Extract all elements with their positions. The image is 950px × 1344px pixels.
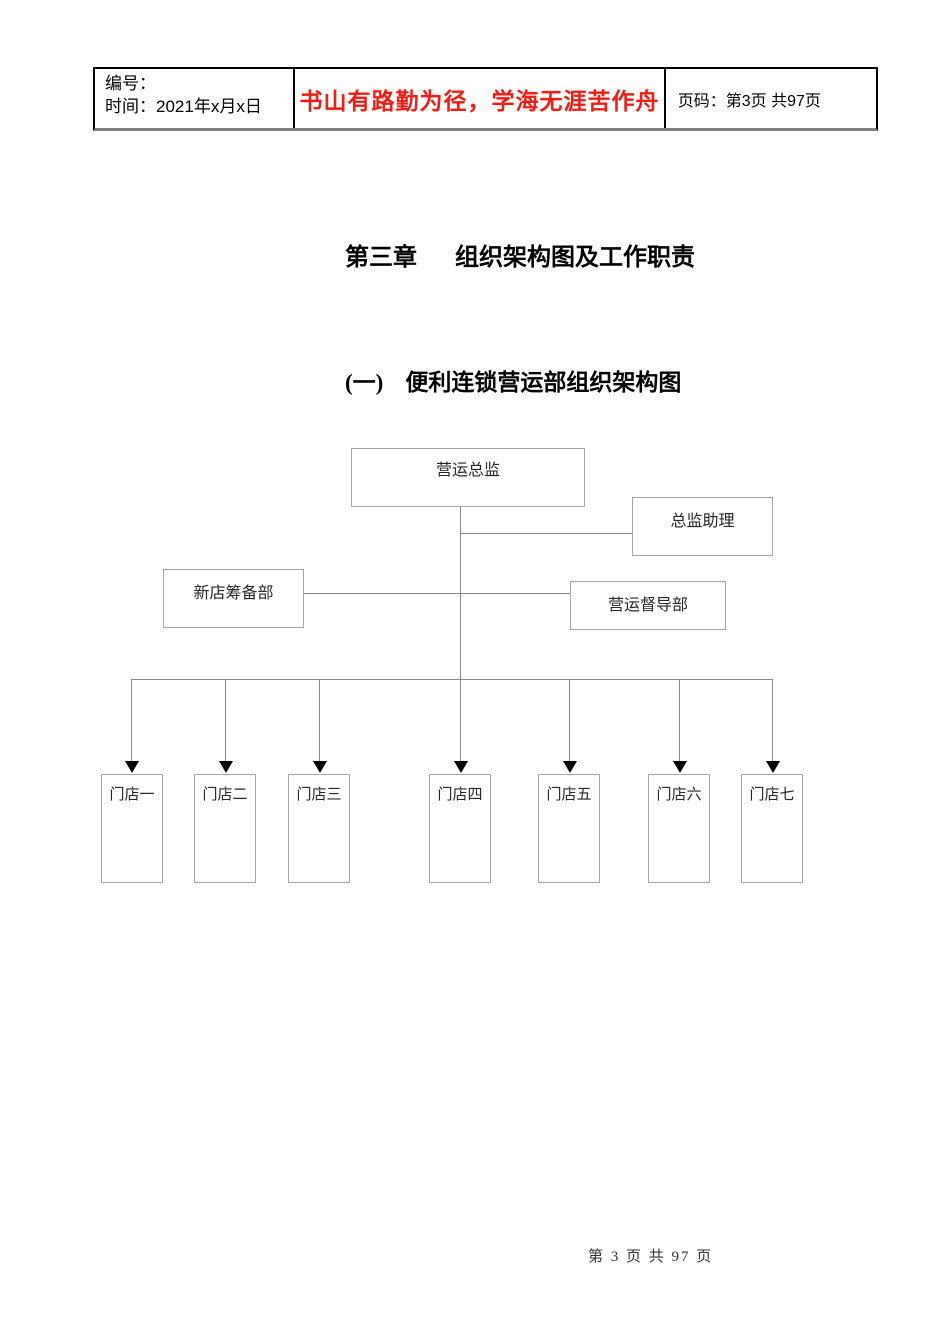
header-page-label: 页码：第3页 共97页 [677, 92, 821, 110]
section-title-text: 便利连锁营运部组织架构图 [405, 370, 682, 395]
org-node-assistant: 总监助理 [632, 497, 773, 556]
header-motto-cell: 书山有路勤为径，学海无涯苦作舟 [295, 69, 666, 128]
chapter-title-text: 组织架构图及工作职责 [455, 245, 695, 271]
page-footer-text: 第 3 页 共 97 页 [588, 1249, 714, 1265]
org-node-director: 营运总监 [351, 448, 585, 507]
arrow-down-icon [313, 761, 327, 773]
chapter-heading: 第三章 组织架构图及工作职责 [345, 237, 695, 272]
arrow-down-icon [219, 761, 233, 773]
page-header-table: 编号： 时间：2021年x月x日 书山有路勤为径，学海无涯苦作舟 页码：第3页 … [93, 67, 878, 131]
arrow-down-icon [766, 761, 780, 773]
connector-drop-2 [225, 679, 226, 763]
org-node-store-6: 门店六 [648, 774, 710, 883]
connector-drop-6 [679, 679, 680, 763]
header-number-label: 编号： [105, 74, 156, 93]
header-time-label: 时间：2021年x月x日 [105, 97, 262, 116]
header-motto-text: 书山有路勤为径，学海无涯苦作舟 [299, 87, 660, 114]
org-node-store-7: 门店七 [741, 774, 803, 883]
connector-drop-3 [319, 679, 320, 763]
connector-drop-7 [772, 679, 773, 763]
connector-prep-supervision [304, 593, 570, 594]
org-node-store-5: 门店五 [538, 774, 600, 883]
org-node-store-2: 门店二 [194, 774, 256, 883]
connector-drop-1 [131, 679, 132, 763]
header-number-time-cell: 编号： 时间：2021年x月x日 [95, 69, 296, 128]
arrow-down-icon [454, 761, 468, 773]
chapter-number: 第三章 [345, 245, 417, 271]
arrow-down-icon [563, 761, 577, 773]
connector-rail [131, 679, 773, 680]
header-page-cell: 页码：第3页 共97页 [666, 69, 876, 128]
org-node-supervision: 营运督导部 [570, 581, 726, 630]
org-node-store-4: 门店四 [429, 774, 491, 883]
arrow-down-icon [673, 761, 687, 773]
section-number: (一) [345, 370, 384, 395]
arrow-down-icon [125, 761, 139, 773]
org-node-new-store-prep: 新店筹备部 [163, 569, 304, 628]
connector-to-assistant [460, 533, 632, 534]
connector-drop-5 [569, 679, 570, 763]
section-heading: (一) 便利连锁营运部组织架构图 [345, 363, 681, 397]
org-node-store-1: 门店一 [101, 774, 163, 883]
connector-drop-4 [460, 679, 461, 763]
org-node-store-3: 门店三 [288, 774, 350, 883]
